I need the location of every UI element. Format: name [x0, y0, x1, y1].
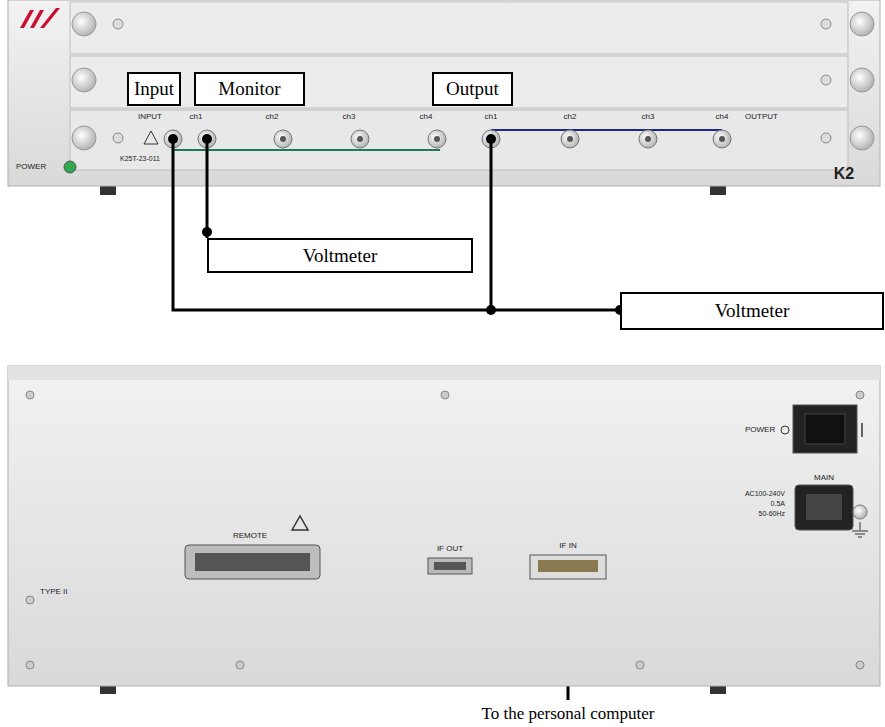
model-number: K25T-23-011 — [120, 155, 160, 162]
port-label: OUTPUT — [745, 113, 778, 121]
voltmeter-box: Voltmeter — [207, 238, 473, 273]
monitor-label-box: Monitor — [194, 72, 305, 106]
power-label: POWER — [745, 426, 775, 434]
channel-label: ch2 — [564, 113, 577, 121]
box-text: Voltmeter — [715, 300, 790, 322]
rear-panel — [8, 366, 880, 694]
rating-label: 0.5A — [771, 500, 785, 507]
channel-label: ch4 — [716, 113, 729, 121]
box-text: Monitor — [218, 78, 280, 100]
power-label: POWER — [16, 163, 46, 171]
connector-label: IF IN — [559, 542, 576, 550]
output-label-box: Output — [432, 72, 513, 106]
connector-label: MAIN — [814, 474, 834, 482]
box-text: Input — [134, 78, 174, 100]
channel-label: ch4 — [420, 113, 433, 121]
connector-label: IF OUT — [437, 545, 463, 553]
box-text: Output — [446, 78, 499, 100]
connector-label: REMOTE — [233, 532, 267, 540]
voltmeter-box: Voltmeter — [620, 292, 884, 330]
channel-label: ch1 — [485, 113, 498, 121]
channel-label: ch1 — [190, 113, 203, 121]
model-name: K2 — [834, 166, 854, 182]
note-text: To the personal computer — [481, 705, 654, 722]
rating-label: 50-60Hz — [759, 510, 785, 517]
front-panel — [8, 0, 880, 195]
channel-label: ch3 — [343, 113, 356, 121]
type-label: TYPE II — [40, 588, 68, 596]
rating-label: AC100-240V — [745, 490, 785, 497]
port-label: INPUT — [138, 113, 162, 121]
box-text: Voltmeter — [303, 245, 378, 267]
input-label-box: Input — [127, 72, 181, 106]
channel-label: ch2 — [266, 113, 279, 121]
channel-label: ch3 — [642, 113, 655, 121]
